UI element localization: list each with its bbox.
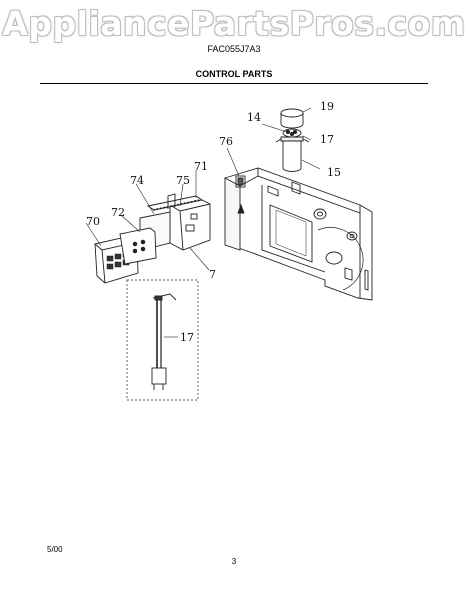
header-rule <box>40 83 428 84</box>
capacitor-assembly <box>275 108 310 172</box>
model-number: FAC055J7A3 <box>207 44 261 54</box>
callout-70: 70 <box>86 215 100 228</box>
revision-date: 5/00 <box>47 545 63 554</box>
callout-17-top: 17 <box>320 133 334 146</box>
callout-17-inset: 17 <box>180 331 194 344</box>
page-number: 3 <box>231 557 237 566</box>
callout-72: 72 <box>111 206 125 219</box>
leader-lines <box>85 107 321 338</box>
control-panel <box>94 227 157 284</box>
callout-15: 15 <box>327 166 341 179</box>
relay-board <box>139 193 211 251</box>
wire-harness <box>151 293 177 390</box>
watermark-logo: AppliancePartsPros.com <box>2 4 466 43</box>
control-box-panel <box>224 167 373 301</box>
callout-71: 71 <box>194 160 208 173</box>
callout-75: 75 <box>176 174 190 187</box>
callout-7: 7 <box>209 268 216 281</box>
section-title: CONTROL PARTS <box>195 69 273 79</box>
inset-box <box>126 279 199 401</box>
callout-14: 14 <box>247 111 261 124</box>
callout-74: 74 <box>130 174 144 187</box>
callout-76: 76 <box>219 135 233 148</box>
callout-19: 19 <box>320 100 334 113</box>
